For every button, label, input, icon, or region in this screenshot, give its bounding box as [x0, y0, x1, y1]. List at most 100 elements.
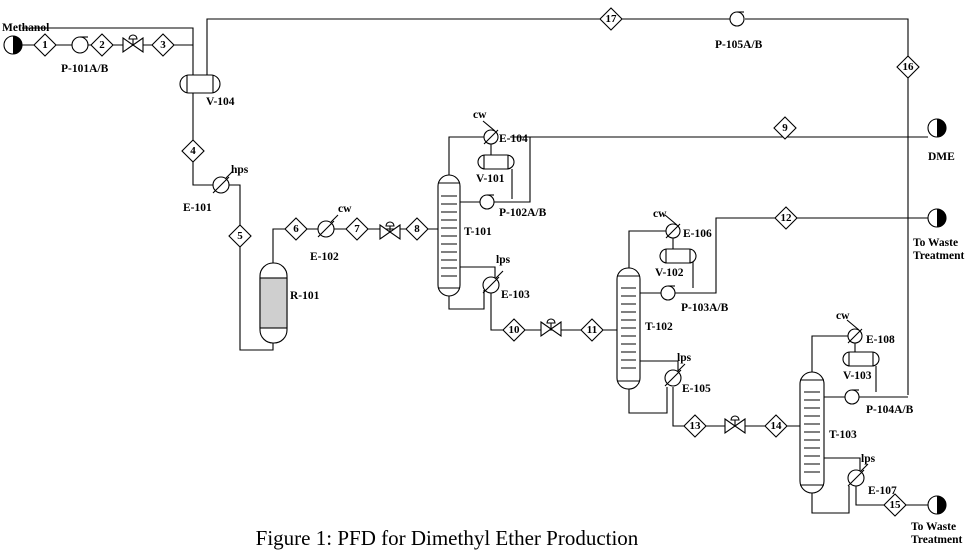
reactor-r101 [259, 262, 288, 344]
waste-b-line2: Treatment [911, 534, 962, 546]
e105-label: E-105 [682, 383, 711, 395]
condenser-e106 [664, 214, 681, 239]
dme-product-terminal [927, 118, 947, 138]
svg-text:1: 1 [42, 39, 48, 51]
reboiler-e105 [664, 363, 686, 387]
control-valve-t103-feed [724, 415, 746, 435]
stream-11: 11 [580, 318, 604, 342]
stream-13: 13 [683, 414, 707, 438]
v104-label: V-104 [206, 96, 235, 108]
svg-text:15: 15 [890, 499, 902, 511]
stream-labels: 1 2 3 4 5 6 7 8 9 10 11 12 13 14 15 16 1… [33, 7, 920, 517]
svg-text:8: 8 [414, 223, 420, 235]
svg-text:16: 16 [903, 61, 915, 73]
waste-terminal-t103 [927, 495, 947, 515]
svg-text:7: 7 [354, 223, 360, 235]
svg-text:14: 14 [771, 420, 783, 432]
pump-p104 [844, 389, 860, 405]
stream-16: 16 [896, 55, 920, 79]
vessel-v103 [842, 351, 880, 367]
methanol-feed-source [3, 35, 23, 55]
column-t101 [437, 174, 461, 297]
pump-p103 [660, 285, 676, 301]
cw-e102-label: cw [338, 203, 352, 215]
e101-label: E-101 [183, 202, 212, 214]
vessel-v102 [659, 248, 697, 264]
svg-text:12: 12 [781, 212, 793, 224]
svg-text:13: 13 [690, 420, 702, 432]
e108-label: E-108 [866, 334, 895, 346]
svg-text:3: 3 [160, 39, 166, 51]
p101-label: P-101A/B [61, 63, 109, 75]
svg-text:5: 5 [237, 230, 243, 242]
svg-text:6: 6 [293, 223, 299, 235]
svg-text:4: 4 [190, 145, 196, 157]
stream-3: 3 [151, 33, 175, 57]
svg-text:2: 2 [99, 39, 105, 51]
stream-6: 6 [284, 217, 308, 241]
waste-b-line1: To Waste [911, 521, 956, 533]
p103-label: P-103A/B [681, 302, 729, 314]
cw-e106-label: cw [653, 208, 667, 220]
cw-e104-label: cw [473, 109, 487, 121]
control-valve-t102-feed [540, 318, 562, 338]
e103-label: E-103 [501, 289, 530, 301]
methanol-label: Methanol [2, 22, 49, 34]
pump-p105 [729, 11, 745, 27]
cooler-e102 [317, 214, 339, 238]
e104-label: E-104 [499, 133, 528, 145]
waste-a-line1: To Waste [913, 237, 958, 249]
v103-label: V-103 [843, 370, 872, 382]
svg-text:11: 11 [587, 324, 597, 336]
vessel-v104 [179, 74, 221, 94]
p104-label: P-104A/B [866, 404, 914, 416]
svg-text:17: 17 [606, 13, 618, 25]
t101-label: T-101 [464, 226, 492, 238]
lps-e107-label: lps [861, 453, 876, 465]
v102-label: V-102 [655, 267, 684, 279]
r101-label: R-101 [290, 290, 320, 302]
stream-1: 1 [33, 33, 57, 57]
e106-label: E-106 [683, 228, 712, 240]
column-t103 [799, 371, 825, 494]
condenser-e104 [482, 120, 499, 145]
stream-9: 9 [773, 116, 797, 140]
svg-text:10: 10 [509, 324, 521, 336]
process-lines [22, 18, 928, 514]
e107-label: E-107 [868, 485, 897, 497]
p102-label: P-102A/B [499, 207, 547, 219]
e102-label: E-102 [310, 251, 339, 263]
pump-p101 [71, 36, 89, 54]
stream-14: 14 [764, 414, 788, 438]
lps-e105-label: lps [677, 352, 692, 364]
stream-2: 2 [90, 33, 114, 57]
control-valve-feed [122, 34, 144, 54]
condenser-e108 [846, 319, 863, 344]
stream-7: 7 [345, 217, 369, 241]
cw-e108-label: cw [836, 310, 850, 322]
reboiler-e107 [847, 463, 869, 487]
stream-12: 12 [774, 206, 798, 230]
vessel-v101 [477, 154, 515, 170]
control-valve-t101-feed [379, 221, 401, 241]
equipment-labels: Methanol P-101A/B V-104 E-101 hps R-101 … [2, 22, 964, 546]
stream-5: 5 [228, 224, 252, 248]
reboiler-e103 [482, 270, 504, 294]
pump-p102 [479, 194, 495, 210]
stream-17: 17 [599, 7, 623, 31]
stream-4: 4 [181, 139, 205, 163]
waste-a-line2: Treatment [913, 250, 964, 262]
svg-text:9: 9 [782, 122, 788, 134]
t103-label: T-103 [829, 429, 857, 441]
stream-15: 15 [883, 493, 907, 517]
column-t102 [616, 267, 641, 390]
waste-terminal-t102 [927, 208, 947, 228]
figure-caption: Figure 1: PFD for Dimethyl Ether Product… [256, 526, 639, 550]
hps-label: hps [231, 164, 249, 176]
dme-label: DME [928, 151, 955, 163]
t102-label: T-102 [645, 321, 673, 333]
stream-8: 8 [405, 217, 429, 241]
p105-label: P-105A/B [715, 39, 763, 51]
control-valves [122, 34, 746, 435]
